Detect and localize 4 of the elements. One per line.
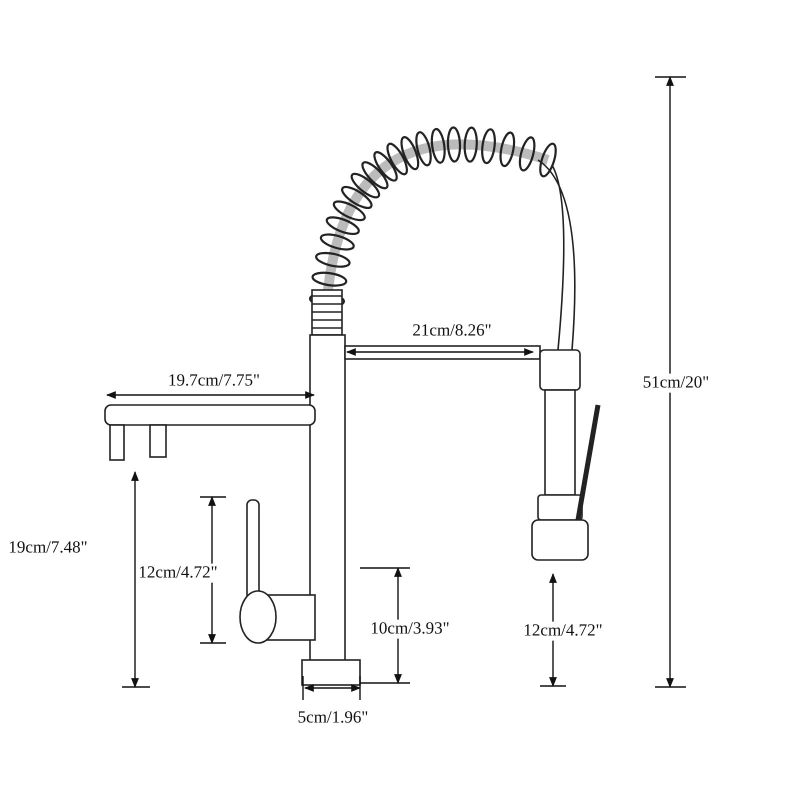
dimension-label: 12cm/4.72" <box>522 622 604 640</box>
dimension-label: 12cm/4.72" <box>137 564 219 582</box>
dimension-label: 51cm/20" <box>642 374 710 392</box>
dimension-label: 10cm/3.93" <box>369 620 451 638</box>
